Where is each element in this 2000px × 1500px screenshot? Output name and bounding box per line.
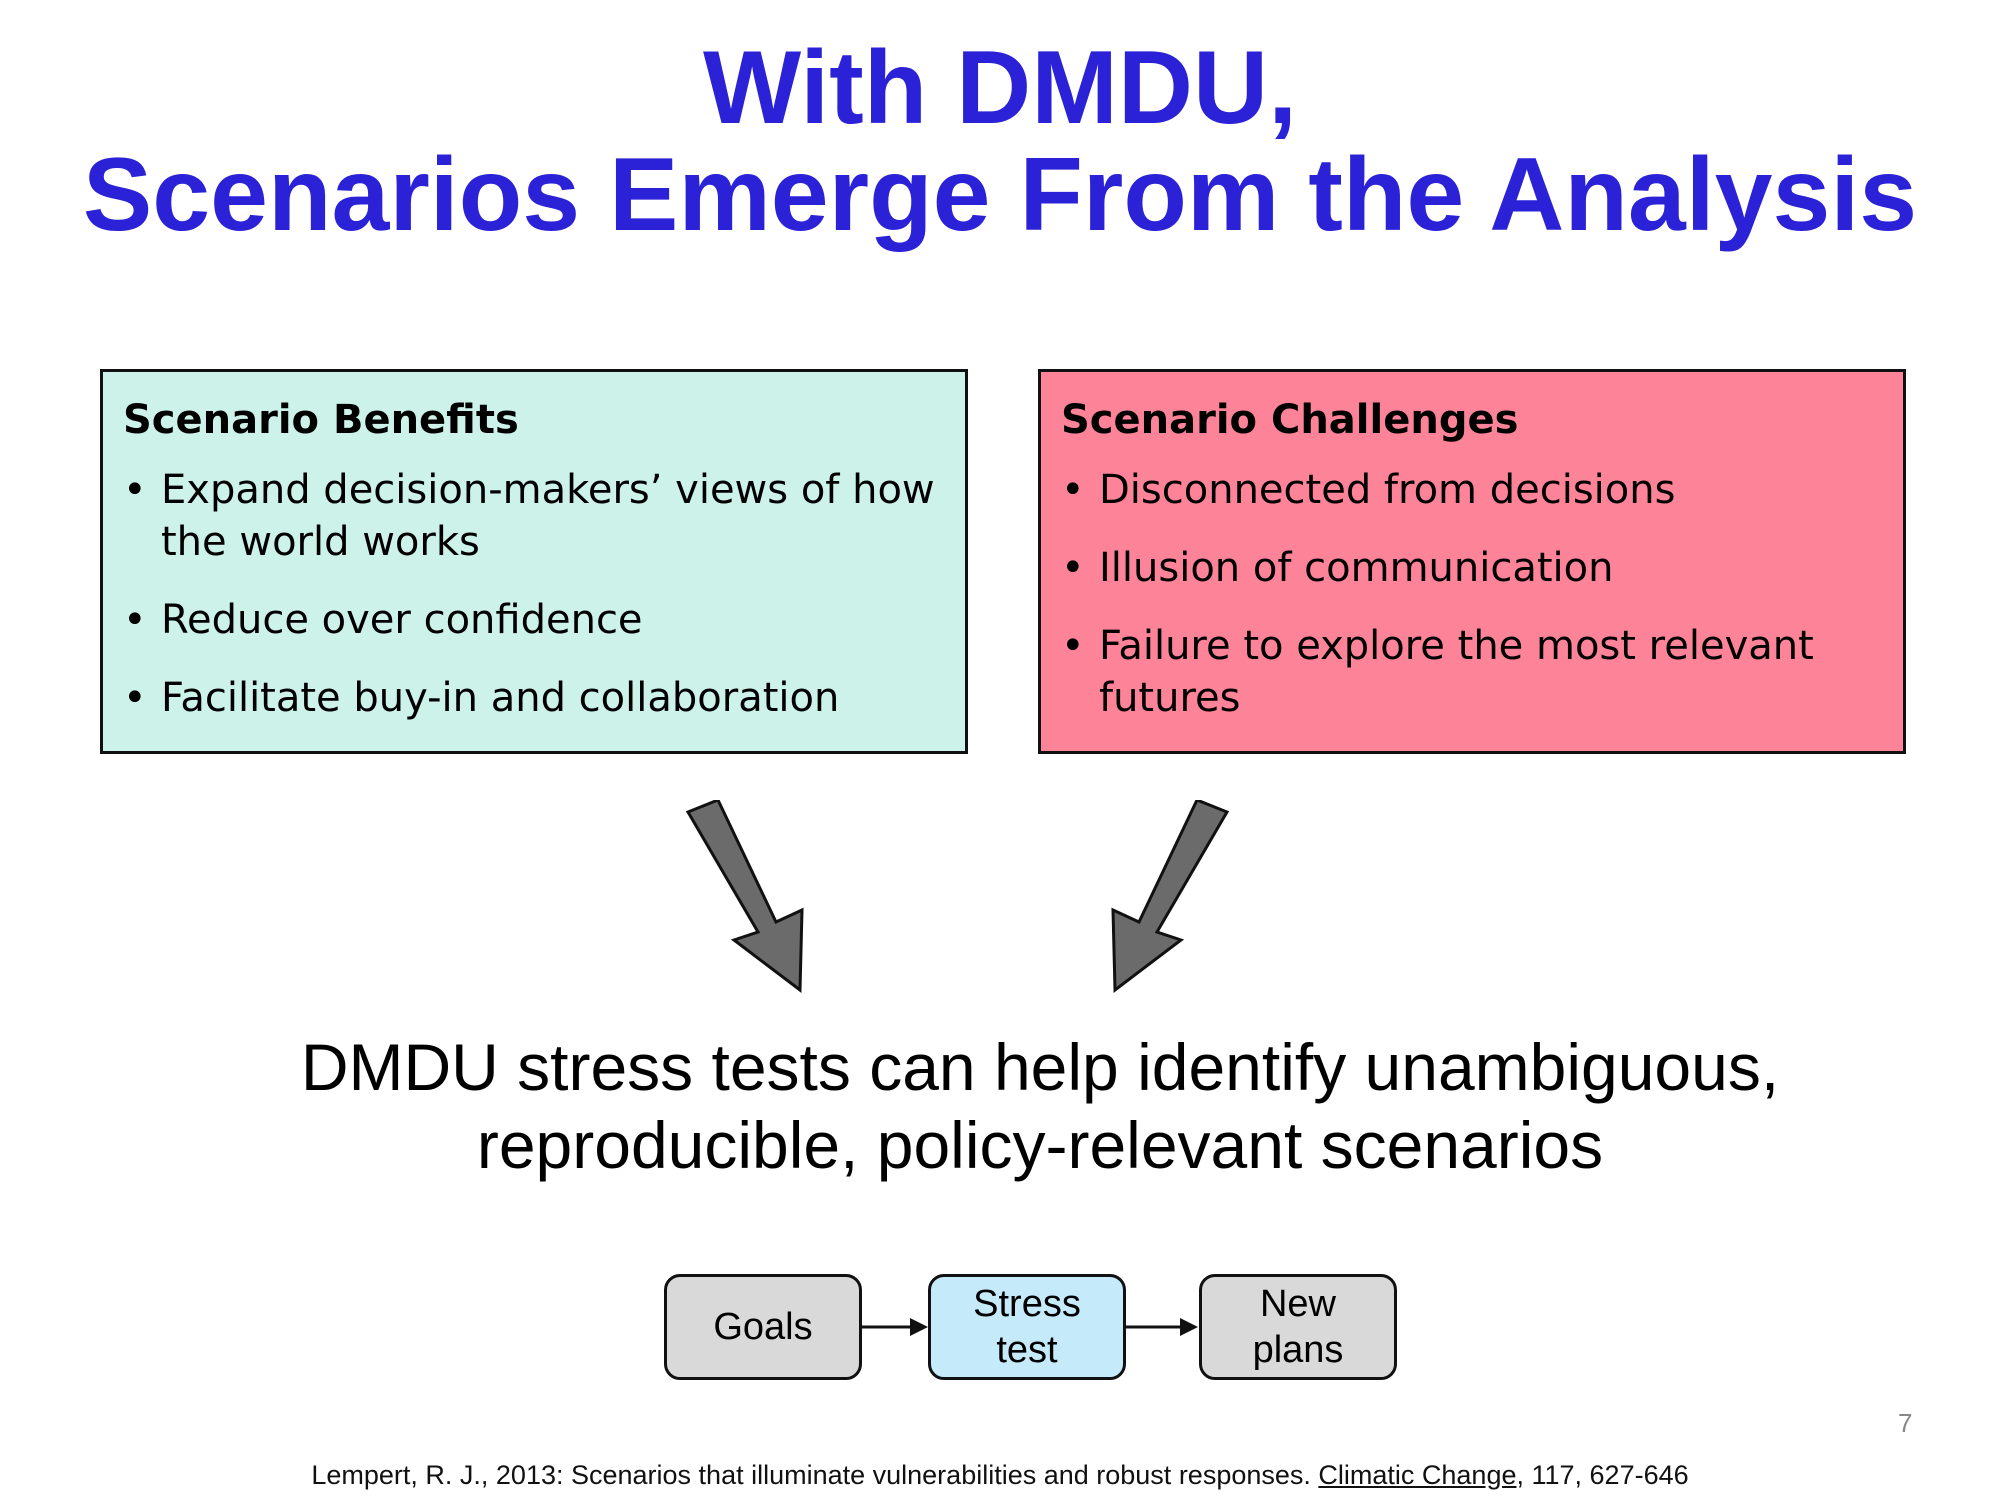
benefit-item: • Expand decision-makers’ views of how the… <box>123 464 945 568</box>
bullet-icon: • <box>1061 467 1085 513</box>
conclusion-line-1: DMDU stress tests can help identify unam… <box>300 1030 1780 1104</box>
citation-details: , 117, 627-646 <box>1516 1460 1689 1490</box>
benefit-text-continued: the world works <box>161 519 480 565</box>
flow-plans-label-continued: plans <box>1252 1329 1344 1371</box>
page-number: 7 <box>1898 1408 1913 1438</box>
benefit-text: Facilitate buy-in and collaboration <box>161 675 840 721</box>
citation-journal: Climatic Change <box>1318 1460 1517 1490</box>
benefits-heading: Scenario Benefits <box>123 397 519 443</box>
bullet-icon: • <box>123 597 147 643</box>
scenario-benefits-box: Scenario Benefits • Expand decision-maker… <box>100 369 968 754</box>
flow-plans-label: New <box>1259 1283 1337 1325</box>
down-right-arrow-icon <box>685 800 804 993</box>
benefits-list: • Expand decision-makers’ views of how the… <box>123 464 945 724</box>
challenges-list: • Disconnected from decisions • Illusion o… <box>1061 464 1883 724</box>
flow-stress-test-box: Stress test <box>928 1274 1126 1380</box>
bullet-icon: • <box>123 467 147 513</box>
flow-arrow-icon <box>1126 1318 1198 1336</box>
conclusion-line-2: reproducible, policy-relevant scenarios <box>476 1108 1604 1182</box>
citation-text: Lempert, R. J., 2013: Scenarios that ill… <box>311 1460 1319 1490</box>
slide-title-line-2: Scenarios Emerge From the Analysis <box>82 137 1918 253</box>
challenge-text: Illusion of communication <box>1099 545 1614 591</box>
bullet-icon: • <box>1061 545 1085 591</box>
challenge-text: Disconnected from decisions <box>1099 467 1676 513</box>
bullet-icon: • <box>1061 623 1085 669</box>
challenge-item: • Disconnected from decisions <box>1061 464 1883 516</box>
flow-goals-box: Goals <box>664 1274 862 1380</box>
flow-arrow-icon <box>862 1318 928 1336</box>
benefit-item: • Facilitate buy-in and collaboration <box>123 672 945 724</box>
flow-new-plans-box: New plans <box>1199 1274 1397 1380</box>
challenge-item: • Failure to explore the most relevant fut… <box>1061 620 1883 724</box>
benefit-text: Reduce over confidence <box>161 597 643 643</box>
challenges-heading: Scenario Challenges <box>1061 397 1519 443</box>
slide-title-line-1: With DMDU, <box>702 30 1298 146</box>
scenario-challenges-box: Scenario Challenges • Disconnected from d… <box>1038 369 1906 754</box>
challenge-text-continued: futures <box>1099 675 1241 721</box>
benefit-text: Expand decision-makers’ views of how <box>161 467 935 513</box>
flow-goals-label: Goals <box>713 1306 813 1348</box>
citation: Lempert, R. J., 2013: Scenarios that ill… <box>0 1460 2000 1491</box>
bullet-icon: • <box>123 675 147 721</box>
challenge-text: Failure to explore the most relevant <box>1099 623 1814 669</box>
benefit-item: • Reduce over confidence <box>123 594 945 646</box>
down-left-arrow-icon <box>1111 800 1230 993</box>
flow-stress-label: Stress <box>973 1283 1081 1325</box>
flow-stress-label-continued: test <box>996 1329 1058 1371</box>
challenge-item: • Illusion of communication <box>1061 542 1883 594</box>
